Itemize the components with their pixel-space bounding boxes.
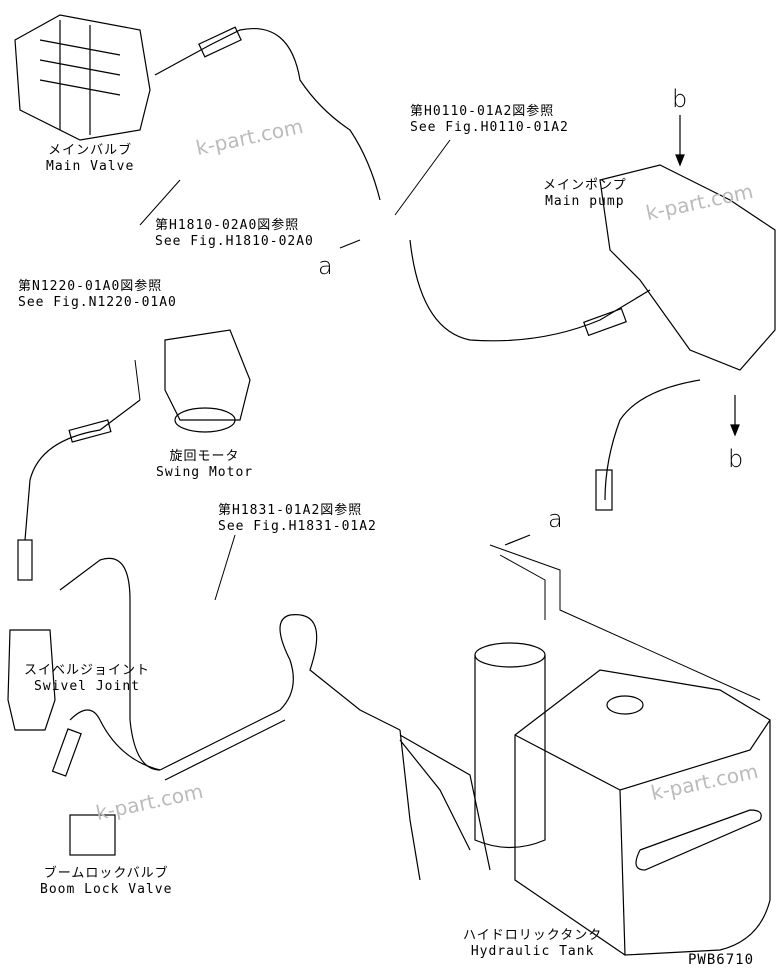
label-swivel-joint: スイベルジョイント Swivel Joint [24, 663, 150, 695]
label-en: See Fig.H1810-02A0 [155, 234, 314, 249]
label-jp: スイベルジョイント [24, 663, 151, 678]
label-en: See Fig.H1831-01A2 [218, 519, 377, 534]
hose-tank-lines [399, 729, 491, 881]
label-jp: ブームロックバルブ [43, 866, 169, 881]
label-boom-lock-valve: ブームロックバルブ Boom Lock Valve [40, 866, 172, 898]
hose-pump [409, 239, 651, 342]
main-pump-drawing [599, 164, 776, 371]
filter-drawing [474, 642, 546, 849]
label-jp: メインポンプ [543, 178, 627, 193]
connection-mark-a: a [318, 252, 333, 280]
hose-tank-return [604, 379, 701, 501]
hose-swing [24, 399, 141, 541]
label-jp: 第N1220-01A0図参照 [18, 279, 163, 294]
label-en: Hydraulic Tank [470, 944, 595, 959]
label-en: See Fig.N1220-01A0 [18, 295, 177, 310]
ref-h1831[interactable]: 第H1831-01A2図参照 See Fig.H1831-01A2 [218, 503, 377, 535]
label-main-pump: メインポンプ Main pump [543, 178, 627, 210]
label-jp: ハイドロリックタンク [463, 928, 603, 943]
main-valve-drawing [14, 14, 151, 141]
connection-mark-b: b [672, 85, 688, 113]
connection-mark-a: a [548, 505, 563, 533]
ref-h1810[interactable]: 第H1810-02A0図参照 See Fig.H1810-02A0 [155, 218, 314, 250]
label-jp: 第H1810-02A0図参照 [155, 218, 300, 233]
label-jp: メインバルブ [48, 143, 133, 158]
ref-h0110[interactable]: 第H0110-01A2図参照 See Fig.H0110-01A2 [410, 104, 569, 136]
label-en: Main pump [545, 194, 625, 209]
label-en: Swivel Joint [34, 679, 140, 694]
label-jp: 旋回モータ [169, 449, 240, 464]
boom-lock-valve-drawing [69, 814, 116, 856]
label-en: See Fig.H0110-01A2 [410, 120, 569, 135]
label-en: Main Valve [46, 159, 135, 174]
hose-center-loop [159, 614, 401, 771]
hydraulic-tank-drawing [514, 669, 771, 956]
swivel-joint-drawing [7, 629, 56, 731]
label-jp: 第H1831-01A2図参照 [218, 503, 363, 518]
label-main-valve: メインバルブ Main Valve [46, 143, 134, 175]
hose-main-valve [154, 28, 381, 201]
label-hydraulic-tank: ハイドロリックタンク Hydraulic Tank [463, 928, 602, 960]
label-en: Boom Lock Valve [40, 882, 173, 897]
swing-motor-drawing [164, 329, 251, 433]
connection-mark-b: b [728, 445, 744, 473]
ref-n1220[interactable]: 第N1220-01A0図参照 See Fig.N1220-01A0 [18, 279, 177, 311]
hose-boom-lock [69, 709, 161, 771]
label-en: Swing Motor [156, 465, 254, 480]
hose-swivel [59, 557, 161, 771]
label-jp: 第H0110-01A2図参照 [410, 104, 555, 119]
label-swing-motor: 旋回モータ Swing Motor [156, 449, 253, 481]
drawing-code: PWB6710 [688, 952, 755, 968]
